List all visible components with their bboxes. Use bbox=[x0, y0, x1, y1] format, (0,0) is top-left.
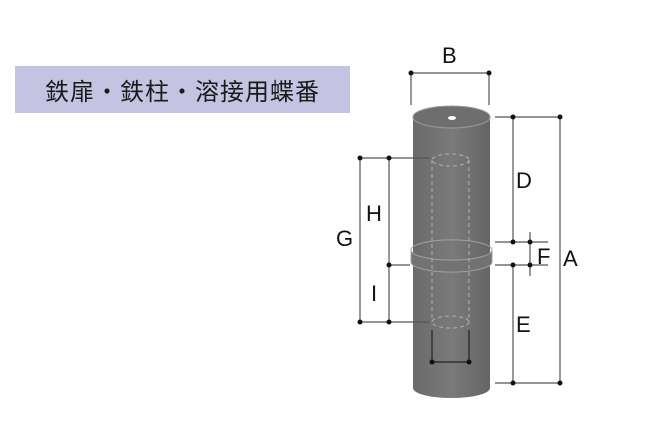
dimension-lines bbox=[359, 72, 561, 384]
label-i: I bbox=[371, 281, 377, 306]
title-text: 鉄扉・鉄柱・溶接用蝶番 bbox=[45, 78, 320, 106]
center-band bbox=[410, 249, 493, 273]
label-f: F bbox=[537, 244, 550, 269]
title-banner: 鉄扉・鉄柱・溶接用蝶番 bbox=[15, 66, 350, 113]
label-h: H bbox=[366, 201, 382, 226]
bottom-slot bbox=[431, 330, 470, 363]
label-b: B bbox=[442, 43, 457, 68]
dimension-dots bbox=[357, 70, 563, 386]
label-a: A bbox=[563, 246, 578, 271]
hinge-cylinder bbox=[410, 105, 493, 398]
label-g: G bbox=[336, 226, 353, 251]
label-d: D bbox=[516, 168, 532, 193]
hidden-pin-outline bbox=[431, 153, 470, 329]
pin-hole bbox=[448, 116, 456, 120]
label-e: E bbox=[516, 312, 531, 337]
